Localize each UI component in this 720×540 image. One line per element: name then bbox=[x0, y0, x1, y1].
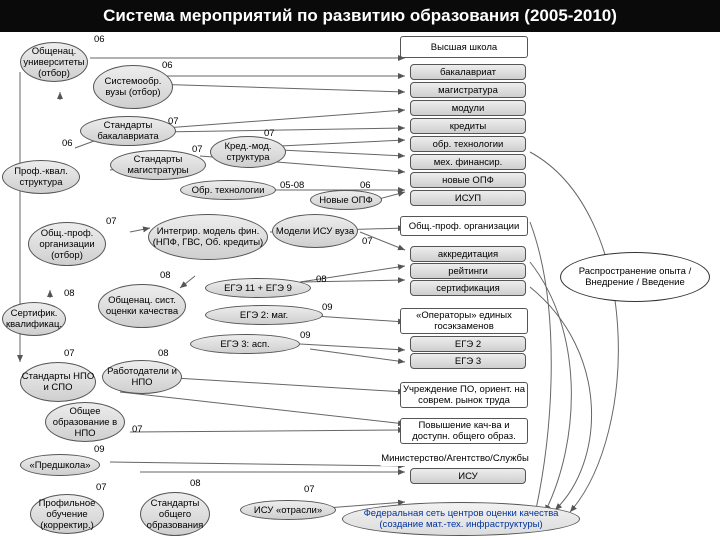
credit-module-node: Кред.-мод. структура bbox=[210, 136, 286, 168]
year-label: 07 bbox=[96, 482, 107, 493]
year-label: 09 bbox=[94, 444, 105, 455]
preschool-node: «Предшкола» bbox=[20, 454, 100, 476]
operators-box: «Операторы» единых госэкзаменов bbox=[400, 308, 528, 334]
bachelor-standards-node: Стандарты бакалавриата bbox=[80, 116, 176, 146]
universities-node: Общенац. университеты (отбор) bbox=[20, 42, 88, 82]
year-label: 09 bbox=[300, 330, 311, 341]
arrow bbox=[279, 137, 406, 147]
year-label: 07 bbox=[192, 144, 203, 155]
general-standards-node: Стандарты общего образования bbox=[140, 492, 210, 536]
year-label: 08 bbox=[64, 288, 75, 299]
gen-prof-org-right-label: Общ.-проф. организации bbox=[408, 220, 520, 232]
arrow bbox=[119, 391, 406, 427]
isu-branch-node: ИСУ «отрасли» bbox=[240, 500, 336, 520]
gen-prof-org-left-node: Общ.-проф. организации (отбор) bbox=[28, 222, 106, 266]
year-label: 07 bbox=[264, 128, 275, 139]
ege-2-mag-node: ЕГЭ 2: маг. bbox=[205, 305, 323, 325]
magistracy-node: магистратура bbox=[410, 82, 526, 98]
arrow bbox=[164, 107, 406, 129]
arrow bbox=[309, 348, 406, 365]
quality-up-box: Повышение кач-ва и доступн. общего образ… bbox=[400, 418, 528, 444]
assessment-system-node: Общенац. сист. оценки качества bbox=[98, 284, 186, 328]
higher-school-label: Высшая школа bbox=[430, 41, 498, 53]
arrow bbox=[299, 343, 406, 353]
arrow bbox=[529, 151, 619, 513]
employers-node: Работодатели и НПО bbox=[102, 360, 182, 394]
spread-experience-text: Распространение опыта / Внедрение / Введ… bbox=[560, 252, 710, 302]
system-universities-node: Системообр. вузы (отбор) bbox=[93, 65, 173, 109]
edu-technologies-node: Обр. технологии bbox=[180, 180, 276, 200]
arrow bbox=[129, 226, 151, 233]
bachelor-node: бакалавриат bbox=[410, 64, 526, 80]
year-label: 06 bbox=[62, 138, 73, 149]
npo-spo-standards-node: Стандарты НПО и СПО bbox=[20, 362, 96, 402]
ege3-node: ЕГЭ 3 bbox=[410, 353, 526, 369]
year-label: 06 bbox=[162, 60, 173, 71]
year-label: 07 bbox=[168, 116, 179, 127]
year-label: 08 bbox=[190, 478, 201, 489]
year-label: 07 bbox=[362, 236, 373, 247]
master-standards-node: Стандарты магистратуры bbox=[110, 150, 206, 180]
federal-network-node: Федеральная сеть центров оценки качества… bbox=[342, 502, 580, 536]
credits-node: кредиты bbox=[410, 118, 526, 134]
integrated-model-node: Интегрир. модель фин. (НПФ, ГВС, Об. кре… bbox=[148, 214, 268, 260]
year-label: 07 bbox=[106, 216, 117, 227]
ratings-node: рейтинги bbox=[410, 263, 526, 279]
arrow bbox=[279, 149, 406, 159]
ege2-node: ЕГЭ 2 bbox=[410, 336, 526, 352]
year-label: 08 bbox=[160, 270, 171, 281]
certification-node: сертификация bbox=[410, 280, 526, 296]
arrow bbox=[359, 231, 406, 251]
arrow bbox=[159, 125, 406, 133]
year-label: 09 bbox=[322, 302, 333, 313]
certif-qual-node: Сертифик. квалификац. bbox=[2, 302, 66, 336]
year-label: 07 bbox=[304, 484, 315, 495]
ege-3-asp-node: ЕГЭ 3: асп. bbox=[190, 334, 300, 354]
year-label: 06 bbox=[94, 34, 105, 45]
arrow bbox=[529, 286, 593, 511]
new-opf-node: новые ОПФ bbox=[410, 172, 526, 188]
year-label: 08 bbox=[316, 274, 327, 285]
modules-node: модули bbox=[410, 100, 526, 116]
year-label: 07 bbox=[132, 424, 143, 435]
profile-education-node: Профильное обучение (корректир.) bbox=[30, 494, 104, 534]
accreditation-node: аккредитация bbox=[410, 246, 526, 262]
prof-qual-structure-node: Проф.-квал. структура bbox=[2, 160, 80, 194]
arrow bbox=[149, 83, 406, 95]
general-edu-npo-node: Общее образование в НПО bbox=[45, 402, 125, 442]
gen-prof-org-right-box: Общ.-проф. организации bbox=[400, 216, 528, 236]
arrow bbox=[529, 221, 552, 515]
diagram-canvas: Общенац. университеты (отбор) Системообр… bbox=[0, 32, 720, 540]
inst-po-box: Учреждение ПО, ориент. на соврем. рынок … bbox=[400, 382, 528, 408]
page-title: Система мероприятий по развитию образова… bbox=[0, 0, 720, 32]
arrow bbox=[174, 377, 406, 395]
arrow bbox=[179, 275, 196, 289]
isu-right-node: ИСУ bbox=[410, 468, 526, 484]
isup-node: ИСУП bbox=[410, 190, 526, 206]
ministry-box: Министерство/Агентство/Службы bbox=[380, 450, 530, 466]
arrow bbox=[529, 261, 572, 513]
isu-models-node: Модели ИСУ вуза bbox=[272, 214, 358, 248]
arrow bbox=[299, 277, 406, 284]
arrow bbox=[109, 461, 406, 469]
year-label: 07 bbox=[64, 348, 75, 359]
arrow bbox=[129, 427, 406, 434]
edu-tech-right-node: обр. технологии bbox=[410, 136, 526, 152]
ege-11-9-node: ЕГЭ 11 + ЕГЭ 9 bbox=[205, 278, 311, 298]
year-label: 08 bbox=[158, 348, 169, 359]
new-ops-node: Новые ОПФ bbox=[310, 190, 382, 210]
finance-mech-node: мех. финансир. bbox=[410, 154, 526, 170]
year-label: 05-08 bbox=[280, 180, 305, 191]
higher-school-box: Высшая школа bbox=[400, 36, 528, 58]
year-label: 06 bbox=[360, 180, 371, 191]
arrow bbox=[299, 264, 406, 283]
